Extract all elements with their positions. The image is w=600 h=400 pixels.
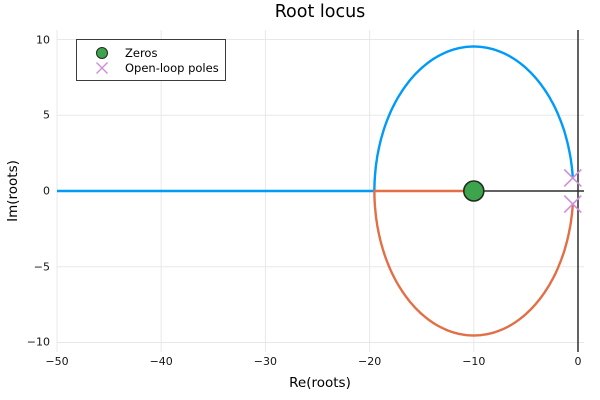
pole-marker	[563, 168, 582, 187]
x-tick-label: −10	[462, 355, 486, 368]
locus-branch-upper	[57, 45, 574, 193]
zero-marker	[462, 180, 485, 202]
y-tick-label: −10	[26, 335, 50, 349]
y-tick-label: 0	[43, 184, 50, 198]
pole-marker	[563, 195, 582, 214]
zero-circle-icon	[95, 46, 108, 59]
legend-zero-marker-cell	[91, 46, 112, 59]
x-tick-label: −40	[149, 355, 173, 368]
legend-label-zeros: Zeros	[125, 45, 158, 60]
legend-item-zeros: Zeros	[77, 45, 225, 60]
legend-item-poles: Open-loop poles	[77, 60, 225, 75]
y-tick-label: −5	[33, 260, 50, 274]
chart-title: Root locus	[274, 2, 366, 22]
pole-x-icon	[95, 61, 108, 74]
locus-branch-lower	[373, 189, 574, 337]
x-tick-label: 0	[574, 355, 582, 368]
x-axis-label: Re(roots)	[289, 375, 351, 391]
y-tick-label: 5	[43, 108, 50, 122]
x-tick-label: −30	[253, 355, 277, 368]
legend-pole-marker-cell	[91, 61, 112, 75]
legend: Zeros Open-loop poles	[76, 39, 226, 81]
y-axis-label: Im(roots)	[5, 160, 21, 222]
y-tick-label: 10	[36, 33, 50, 47]
x-tick-label: −50	[45, 355, 69, 368]
x-tick-label: −20	[357, 355, 382, 368]
legend-label-poles: Open-loop poles	[125, 60, 219, 75]
